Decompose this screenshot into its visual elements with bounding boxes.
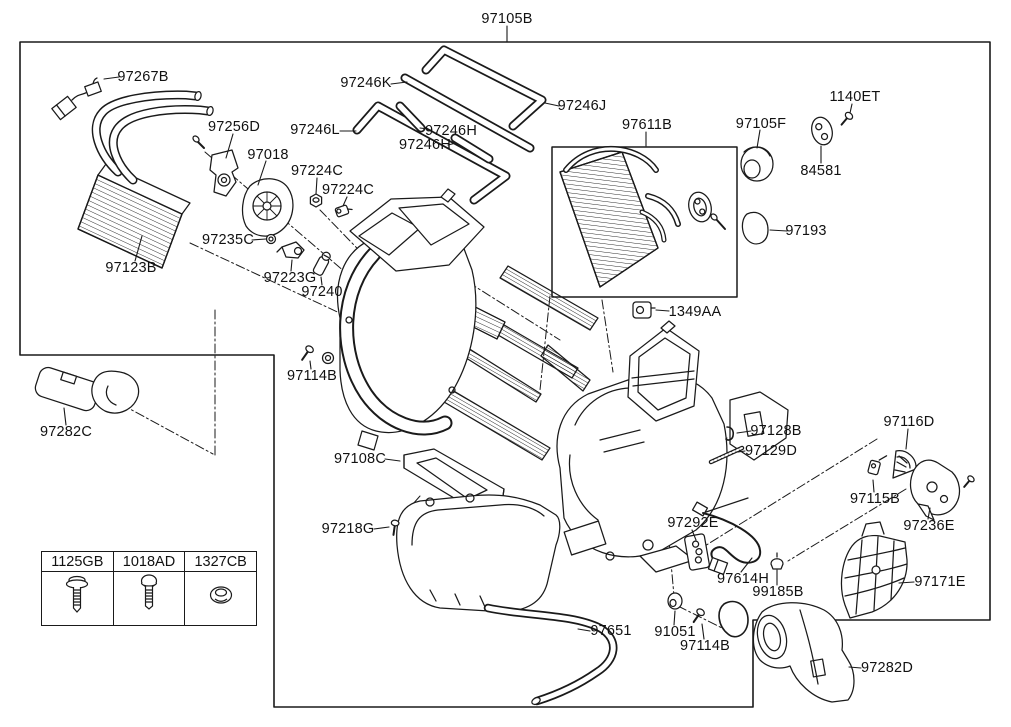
screw-97114b-upper [301, 345, 335, 365]
seal-strip-h2 [450, 133, 494, 164]
hex-flange-bolt-icon [66, 575, 89, 613]
sensor-97240 [312, 251, 331, 276]
leader-lines [63, 25, 931, 669]
nut-97224c [309, 193, 323, 208]
drain-hose [483, 603, 618, 706]
screw-97218g [390, 519, 400, 536]
clip-97128b [725, 426, 735, 441]
oval-pad [718, 600, 749, 638]
fastener-code: 1327CB [184, 551, 257, 572]
lower-case-tray [396, 493, 561, 613]
clip-99185b [770, 552, 784, 570]
clip-97224c [334, 204, 353, 218]
bracket-97292e [684, 533, 710, 571]
machine-screw-icon [140, 574, 158, 610]
cam-plate [241, 178, 294, 237]
seal-strip-h1 [395, 101, 426, 133]
lower-heater-case-right [556, 320, 789, 573]
grommet-97235c [265, 233, 277, 245]
fastener-code: 1125GB [41, 551, 114, 572]
evaporator-screw [710, 213, 726, 230]
wiring-connector [51, 77, 102, 121]
fastener-table: 1125GB 1018AD 1327CB [41, 551, 257, 626]
fastener-code: 1018AD [112, 551, 186, 572]
duct-97282c [34, 366, 140, 414]
diagram-border [19, 41, 991, 708]
duct-97282d [752, 602, 855, 703]
fastener-cell [112, 571, 186, 626]
seal-strip-j [421, 45, 547, 131]
seal-strips [352, 45, 547, 205]
bracket-97236e [909, 459, 975, 521]
heater-core-pipes [91, 90, 214, 185]
grommet-91051 [667, 592, 683, 610]
clip-1349aa [632, 301, 656, 319]
upper-heater-case [336, 188, 506, 451]
seal-strip-l [352, 101, 511, 205]
heater-core [77, 163, 191, 269]
grommet-97105f [740, 146, 774, 182]
cover-97171e [840, 521, 908, 619]
screw-1140et [840, 111, 854, 126]
fastener-cell [41, 571, 114, 626]
plate-84581 [811, 116, 833, 146]
pad-97193 [741, 211, 769, 245]
harness-97614h [691, 497, 762, 575]
evaporator-core [559, 145, 726, 288]
actuator-bracket [192, 135, 239, 197]
rod-97129d [708, 445, 745, 465]
fastener-cell [184, 571, 257, 626]
seal-strip-k [400, 73, 535, 153]
lever-97223g [276, 241, 305, 259]
evaporator-pipe-grommet [688, 191, 712, 223]
clip-97115b [867, 455, 888, 476]
screw-97114b-lower [692, 608, 705, 624]
grommet-nut-icon [209, 586, 232, 604]
evaporator-box-frame [551, 146, 738, 298]
